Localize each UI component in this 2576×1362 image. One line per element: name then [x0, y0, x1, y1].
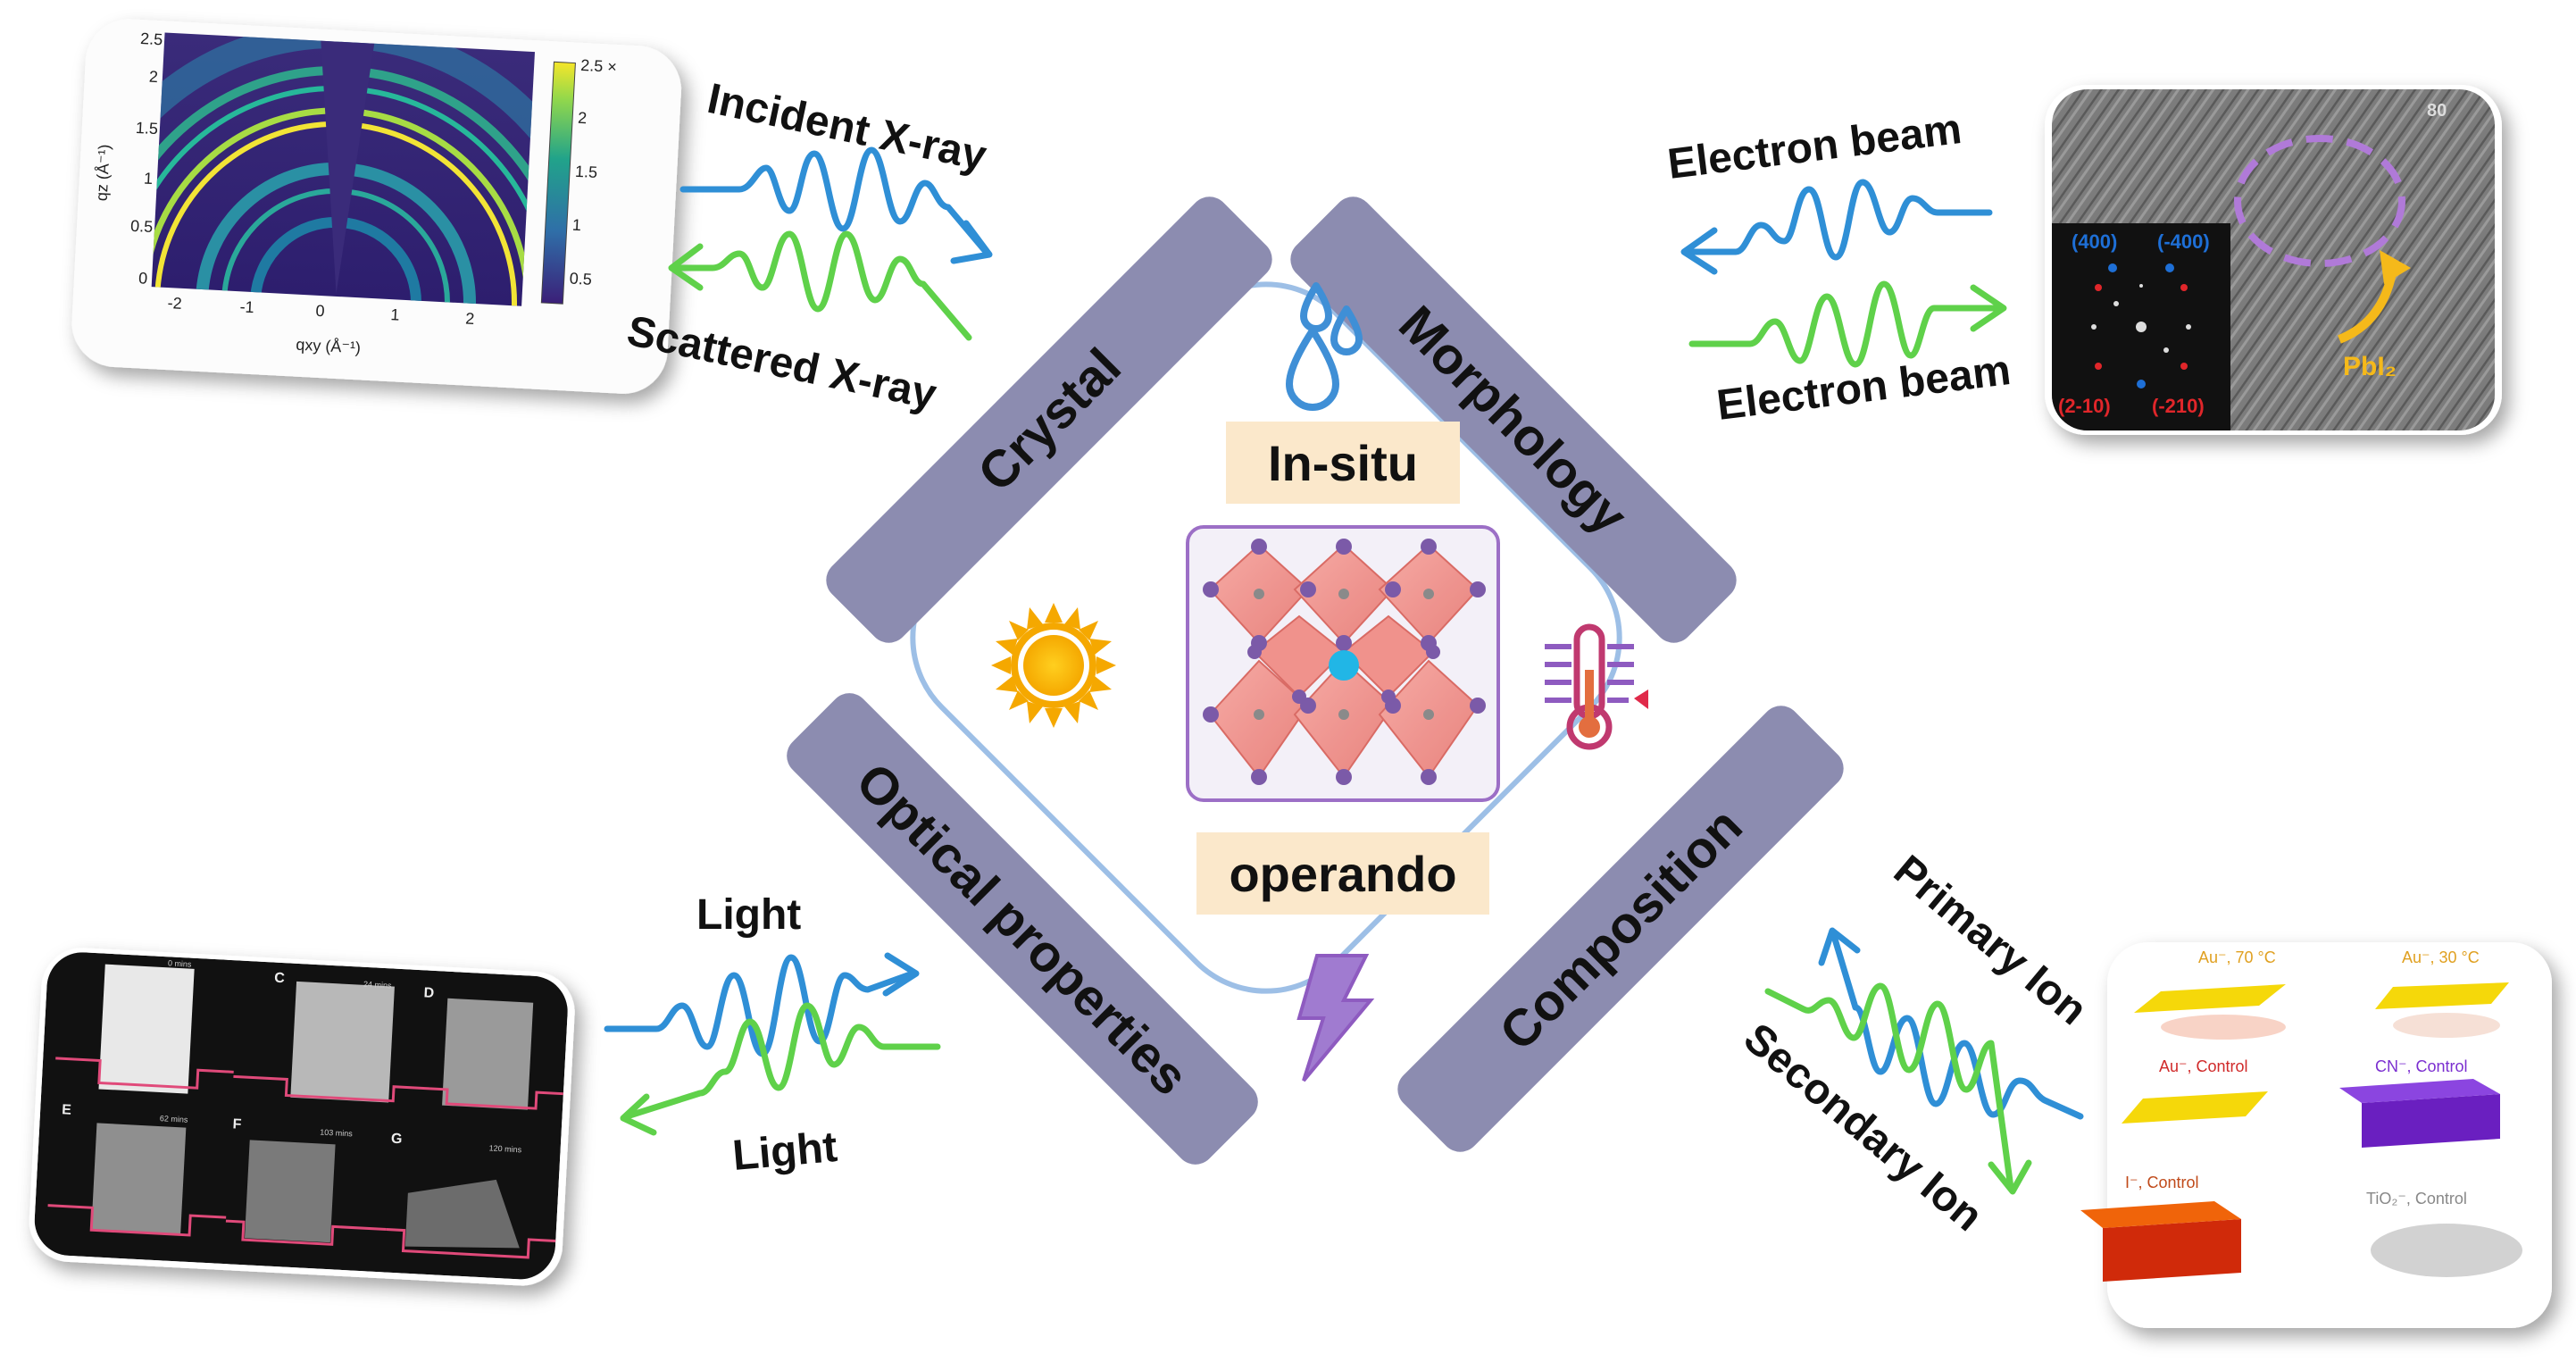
svg-text:0.5: 0.5 — [569, 270, 592, 288]
optical-frame-time-2: 62 mins — [160, 1114, 188, 1124]
lightning-bolt-icon — [1296, 954, 1375, 1082]
svg-text:2.5: 2.5 — [140, 29, 163, 48]
fft-label-2-10: (2-10) — [2058, 395, 2111, 417]
tof-label-cn-control: CN⁻, Control — [2375, 1057, 2468, 1075]
electron-beam-in-label: Electron beam — [1665, 105, 1964, 188]
svg-text:2: 2 — [148, 68, 158, 86]
perovskite-structure-icon — [1186, 525, 1500, 802]
svg-text:1.5: 1.5 — [575, 163, 598, 181]
svg-text:1: 1 — [143, 169, 153, 187]
optical-panel: C D E F G 0 mins 24 mins 62 mins 103 min… — [29, 948, 575, 1286]
optical-frame-letter-d: D — [423, 985, 434, 1001]
optical-frame-letter-f: F — [232, 1116, 242, 1132]
band-label-composition: Composition — [1488, 797, 1754, 1062]
svg-text:2: 2 — [465, 310, 475, 328]
operando-label: operando — [1229, 846, 1456, 902]
svg-text:2.5 ×: 2.5 × — [580, 56, 618, 76]
band-label-optical: Optical properties — [845, 752, 1199, 1107]
optical-frame-time-0: 0 mins — [168, 958, 192, 968]
incident-xray-wave — [679, 146, 993, 264]
giwaxs-x-label: q⁠xy (Å⁻¹) — [296, 336, 361, 357]
svg-text:2: 2 — [578, 109, 588, 127]
svg-text:1: 1 — [390, 305, 400, 323]
sun-icon — [991, 603, 1116, 728]
optical-frame-time-3: 103 mins — [320, 1127, 353, 1138]
light-out-wave — [620, 1002, 941, 1136]
scattered-xray-wave — [668, 230, 972, 341]
tof-sims-panel: Au⁻, 70 °C Au⁻, 30 °C Au⁻, Control CN⁻, … — [2080, 942, 2552, 1328]
primary-ion-label: Primary Ion — [1885, 847, 2096, 1034]
svg-text:1: 1 — [571, 216, 581, 234]
tof-label-tio2-control: TiO₂⁻, Control — [2366, 1190, 2467, 1207]
tof-label-au-70: Au⁻, 70 °C — [2198, 948, 2276, 966]
fft-label-neg210: (-210) — [2152, 395, 2205, 417]
in-situ-label-bg — [1226, 422, 1460, 504]
operando-label-bg — [1196, 832, 1489, 915]
optical-frame-letter-c: C — [274, 971, 286, 987]
band-label-morphology: Morphology — [1388, 295, 1638, 546]
scattered-xray-label: Scattered X-ray — [623, 307, 941, 419]
giwaxs-y-ticks: 2.5 2 1.5 1 0.5 0 — [130, 29, 163, 288]
optical-frame-time-1: 24 mins — [363, 980, 392, 990]
svg-text:0.5: 0.5 — [130, 217, 154, 236]
light-out-label: Light — [730, 1124, 838, 1180]
optical-frame-letter-g: G — [391, 1132, 403, 1148]
giwaxs-x-ticks: -2 -1 0 1 2 — [167, 294, 475, 328]
tof-label-au-control: Au⁻, Control — [2159, 1057, 2248, 1075]
tof-label-au-30: Au⁻, 30 °C — [2402, 948, 2480, 966]
svg-text:0: 0 — [138, 269, 148, 287]
secondary-ion-wave — [1764, 982, 2032, 1195]
primary-ion-wave — [1818, 927, 2084, 1120]
in-situ-label: In-situ — [1268, 435, 1418, 491]
water-drop-icon — [1286, 282, 1363, 411]
optical-frame-letter-e: E — [62, 1102, 72, 1118]
optical-frame-time-4: 120 mins — [488, 1143, 521, 1154]
giwaxs-panel: 2.5 2 1.5 1 0.5 0 -2 -1 0 1 2 q⁠xy (Å⁻¹)… — [71, 19, 681, 394]
electron-beam-out-wave — [1688, 280, 2007, 368]
tem-panel: 80 PbI₂ (400) (-400) (2-10) (-210) — [2045, 85, 2502, 435]
tof-label-i-control: I⁻, Control — [2125, 1174, 2199, 1191]
giwaxs-colorbar-ticks: 0.5 1 1.5 2 2.5 × — [569, 56, 618, 288]
light-in-label: Light — [696, 891, 801, 939]
svg-text:1.5: 1.5 — [135, 119, 158, 138]
svg-text:-1: -1 — [239, 297, 254, 316]
electron-beam-in-wave — [1680, 179, 1993, 275]
svg-text:-2: -2 — [167, 294, 182, 313]
incident-xray-label: Incident X-ray — [704, 75, 991, 180]
thermometer-icon — [1545, 623, 1648, 750]
fft-label-400: (400) — [2072, 230, 2117, 253]
svg-text:0: 0 — [315, 302, 325, 320]
fft-label-neg400: (-400) — [2157, 230, 2210, 253]
tem-phase-label: PbI₂ — [2343, 352, 2397, 381]
tem-scale-text: 80 — [2427, 101, 2447, 121]
giwaxs-y-label: q⁠z (Å⁻¹) — [93, 144, 113, 201]
